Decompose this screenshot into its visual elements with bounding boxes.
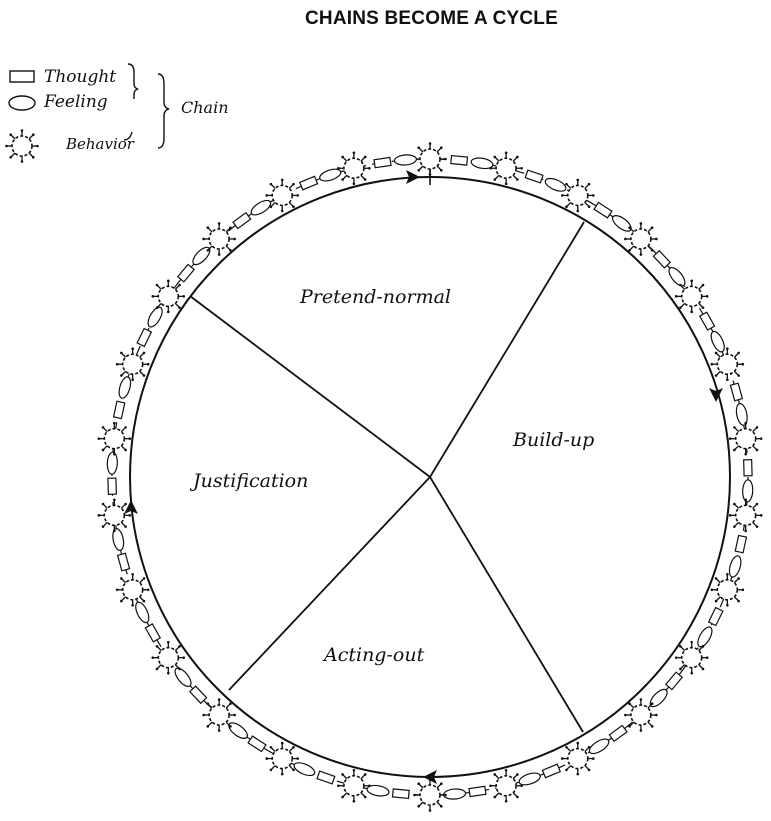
thought-link-icon (594, 202, 612, 217)
thought-feeling-brace (128, 64, 138, 99)
thought-link-icon (317, 771, 335, 784)
behavior-node-icon (489, 151, 523, 185)
thought-link-icon (118, 553, 130, 571)
behavior-node-icon (413, 778, 447, 812)
thought-link-icon (108, 478, 116, 494)
thought-link-icon (137, 329, 151, 347)
divider-buildup-actingout (430, 477, 583, 732)
thought-link-icon (700, 312, 715, 330)
thought-link-icon (300, 176, 318, 189)
thought-legend-icon (10, 71, 34, 82)
thought-link-icon (178, 264, 194, 281)
segment-label-build-up: Build-up (512, 429, 594, 451)
behavior-node-icon (265, 742, 299, 776)
feeling-link-icon (610, 213, 634, 234)
feeling-legend-icon (9, 96, 35, 110)
behavior-node-icon (337, 769, 371, 803)
thought-link-icon (709, 608, 723, 626)
feeling-link-icon (145, 305, 165, 329)
behavior-node-icon (202, 222, 236, 256)
feeling-link-icon (133, 600, 151, 624)
behavior-node-icon (98, 422, 132, 456)
feeling-link-icon (742, 480, 753, 502)
legend-feeling-label: Feeling (43, 92, 108, 112)
feeling-link-icon (172, 666, 194, 689)
segment-label-justification: Justification (189, 470, 308, 492)
legend-behavior-label: Behavior (65, 135, 135, 153)
feeling-link-icon (666, 265, 688, 288)
thought-link-icon (374, 157, 391, 167)
feeling-link-icon (292, 760, 316, 778)
feeling-link-icon (443, 788, 466, 800)
behavior-node-icon (489, 769, 523, 803)
behavior-node-icon (675, 641, 709, 675)
behavior-node-icon (151, 280, 185, 314)
divider-justification-pretend (190, 296, 430, 477)
behavior-node-icon (561, 742, 595, 776)
segment-label-pretend-normal: Pretend-normal (299, 286, 451, 308)
behavior-node-icon (675, 280, 709, 314)
legend-chain-label: Chain (181, 98, 229, 117)
behavior-node-icon (116, 347, 150, 381)
thought-link-icon (542, 764, 560, 777)
behavior-node-icon (151, 641, 185, 675)
behavior-node-icon (624, 222, 658, 256)
behavior-node-icon (729, 499, 763, 533)
thought-link-icon (393, 789, 410, 798)
behavior-node-icon (265, 179, 299, 213)
legend-thought-label: Thought (44, 67, 116, 87)
behavior-node-icon (337, 151, 371, 185)
thought-link-icon (248, 736, 266, 751)
feeling-link-icon (394, 154, 417, 166)
feeling-link-icon (226, 720, 250, 741)
thought-link-icon (744, 460, 752, 476)
thought-link-icon (735, 535, 746, 552)
behavior-node-icon (561, 179, 595, 213)
thought-link-icon (145, 624, 160, 642)
feeling-link-icon (727, 554, 743, 578)
feeling-link-icon (587, 736, 611, 756)
behavior-node-icon (711, 347, 745, 381)
feeling-link-icon (249, 198, 273, 218)
feeling-link-icon (544, 176, 568, 194)
behavior-node-icon (202, 698, 236, 732)
thought-link-icon (525, 170, 543, 183)
behavior-node-icon (98, 499, 132, 533)
thought-link-icon (190, 686, 207, 703)
thought-link-icon (114, 401, 125, 418)
segment-label-acting-out: Acting-out (322, 644, 425, 666)
thought-link-icon (233, 213, 251, 229)
feeling-link-icon (117, 376, 133, 400)
thought-link-icon (653, 251, 670, 268)
feeling-link-icon (695, 625, 715, 649)
thought-link-icon (469, 786, 486, 796)
thought-link-icon (609, 725, 627, 741)
behavior-legend-icon (5, 129, 39, 163)
thought-link-icon (730, 383, 742, 401)
legend: Thought Feeling Behavior Chain (5, 64, 228, 163)
thought-link-icon (451, 156, 468, 165)
arrow-left (124, 500, 138, 514)
feeling-link-icon (709, 330, 727, 354)
behavior-node-icon (729, 422, 763, 456)
chain-brace (158, 74, 169, 148)
behavior-node-icon (624, 698, 658, 732)
thought-link-icon (666, 672, 682, 689)
behavior-node-icon (711, 573, 745, 607)
behavior-node-icon (116, 573, 150, 607)
feeling-link-icon (107, 452, 118, 474)
